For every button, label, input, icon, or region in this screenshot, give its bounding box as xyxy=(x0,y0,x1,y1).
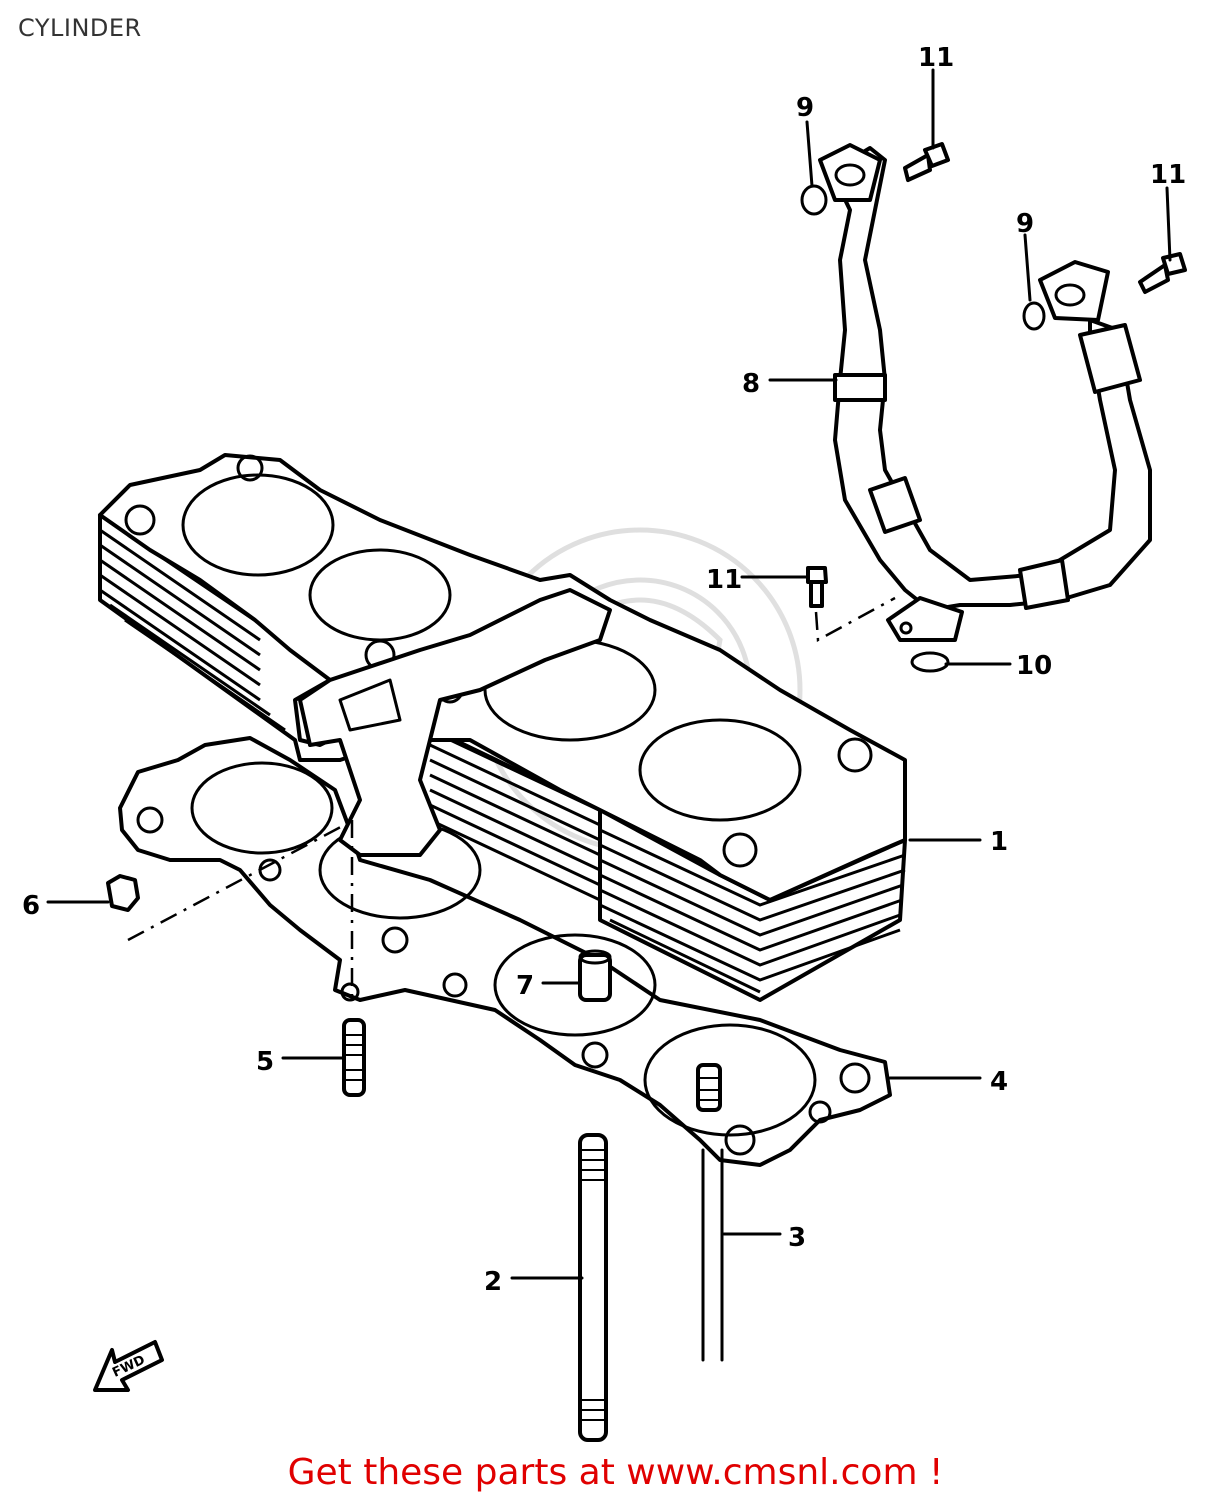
callout-11-right: 11 xyxy=(1150,160,1186,190)
o-ring-left xyxy=(800,184,828,216)
pin-long xyxy=(701,1148,724,1362)
callout-5: 5 xyxy=(256,1047,274,1077)
callout-9-left: 9 xyxy=(796,93,814,123)
callouts: 1 2 3 4 5 6 7 8 9 9 10 11 11 11 xyxy=(22,43,1186,1297)
callout-7: 7 xyxy=(516,971,534,1001)
callout-3: 3 xyxy=(788,1223,806,1253)
bolt-union xyxy=(806,566,828,608)
stud-short xyxy=(342,1018,366,1097)
o-ring-right xyxy=(1022,301,1046,331)
footer-promo-text[interactable]: Get these parts at www.cmsnl.com ! xyxy=(287,1452,944,1493)
callout-8: 8 xyxy=(742,369,760,399)
callout-11-top: 11 xyxy=(918,43,954,73)
stud-long xyxy=(578,1133,608,1442)
cylinder-block xyxy=(98,453,907,1002)
callout-9-right: 9 xyxy=(1016,209,1034,239)
dowel-pin xyxy=(578,949,612,1002)
bolt-top xyxy=(903,142,950,182)
callout-10: 10 xyxy=(1016,651,1052,681)
callout-2: 2 xyxy=(484,1267,502,1297)
dowel-pin-gasket xyxy=(696,1063,722,1112)
cylinder-base-gasket xyxy=(118,736,892,1167)
callout-4: 4 xyxy=(990,1067,1008,1097)
callout-1: 1 xyxy=(990,827,1008,857)
callout-11-mid: 11 xyxy=(706,565,742,595)
leader-lines xyxy=(46,68,1172,1280)
page-title: CYLINDER xyxy=(18,14,142,42)
fwd-arrow-icon: FWD xyxy=(93,1340,164,1392)
bolt-right xyxy=(1138,252,1187,294)
oil-pipe xyxy=(818,143,1152,642)
callout-6: 6 xyxy=(22,891,40,921)
washer xyxy=(910,651,950,673)
nut xyxy=(106,874,140,912)
